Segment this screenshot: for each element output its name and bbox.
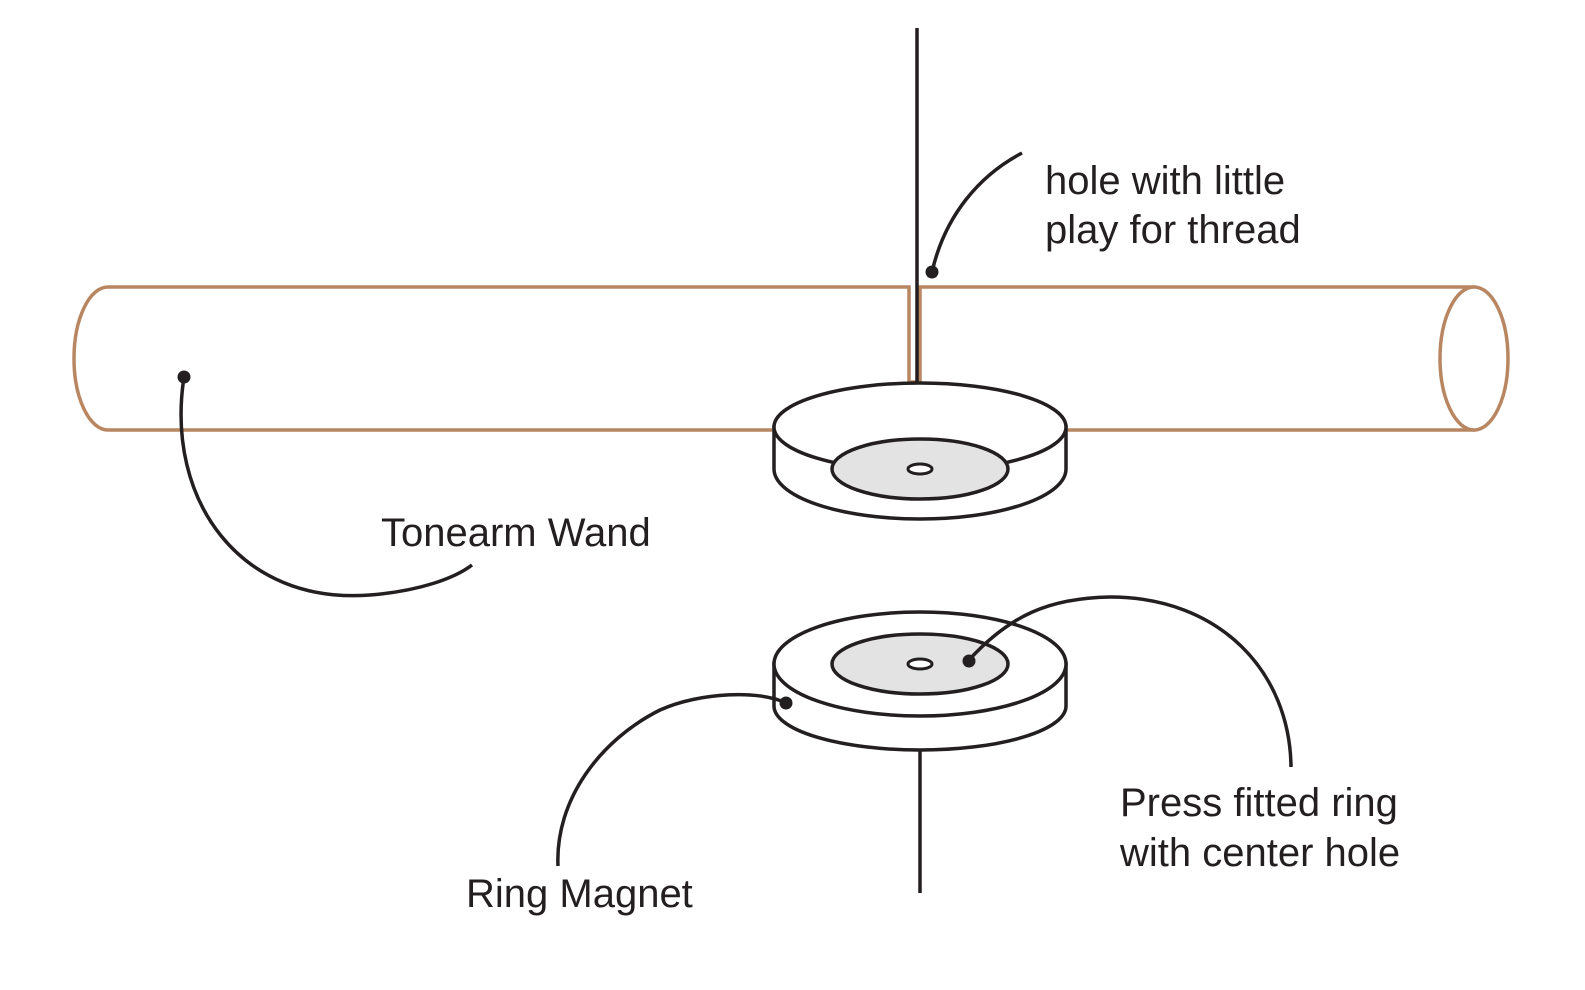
callout-hole-line2: play for thread [1045,208,1301,252]
upper-center-hole [906,462,934,476]
callout-press-ring-dot [962,654,976,668]
callout-hole-leader [930,151,1023,273]
callout-press-ring-line1: Press fitted ring [1120,781,1398,825]
ring-magnet [772,610,1068,752]
callout-magnet: Ring Magnet [466,692,793,916]
upper-ring-assembly [772,381,1068,521]
tonearm-wand-end-opening [1438,285,1510,432]
callout-tonearm: Tonearm Wand [177,370,651,598]
callout-press-ring-label: Press fitted ring with center hole [1119,781,1409,875]
callout-press-ring-line2: with center hole [1119,831,1400,875]
callout-hole-dot [925,265,939,279]
tonearm-wand-body [72,285,1476,432]
callout-hole-line1: hole with little [1045,159,1285,203]
ring-magnet-label: Ring Magnet [466,872,693,916]
callout-hole: hole with little play for thread [925,151,1301,279]
lower-center-hole [906,657,934,671]
tonearm-wand [72,285,1510,432]
callout-tonearm-dot [177,370,191,384]
callout-hole-label: hole with little play for thread [1045,159,1301,252]
callout-tonearm-leader [179,376,474,598]
callout-press-ring-leader [967,595,1293,768]
callout-press-ring: Press fitted ring with center hole [962,595,1409,875]
tonearm-wand-label: Tonearm Wand [381,511,651,555]
callout-magnet-dot [779,696,793,710]
callout-magnet-leader [556,692,787,867]
